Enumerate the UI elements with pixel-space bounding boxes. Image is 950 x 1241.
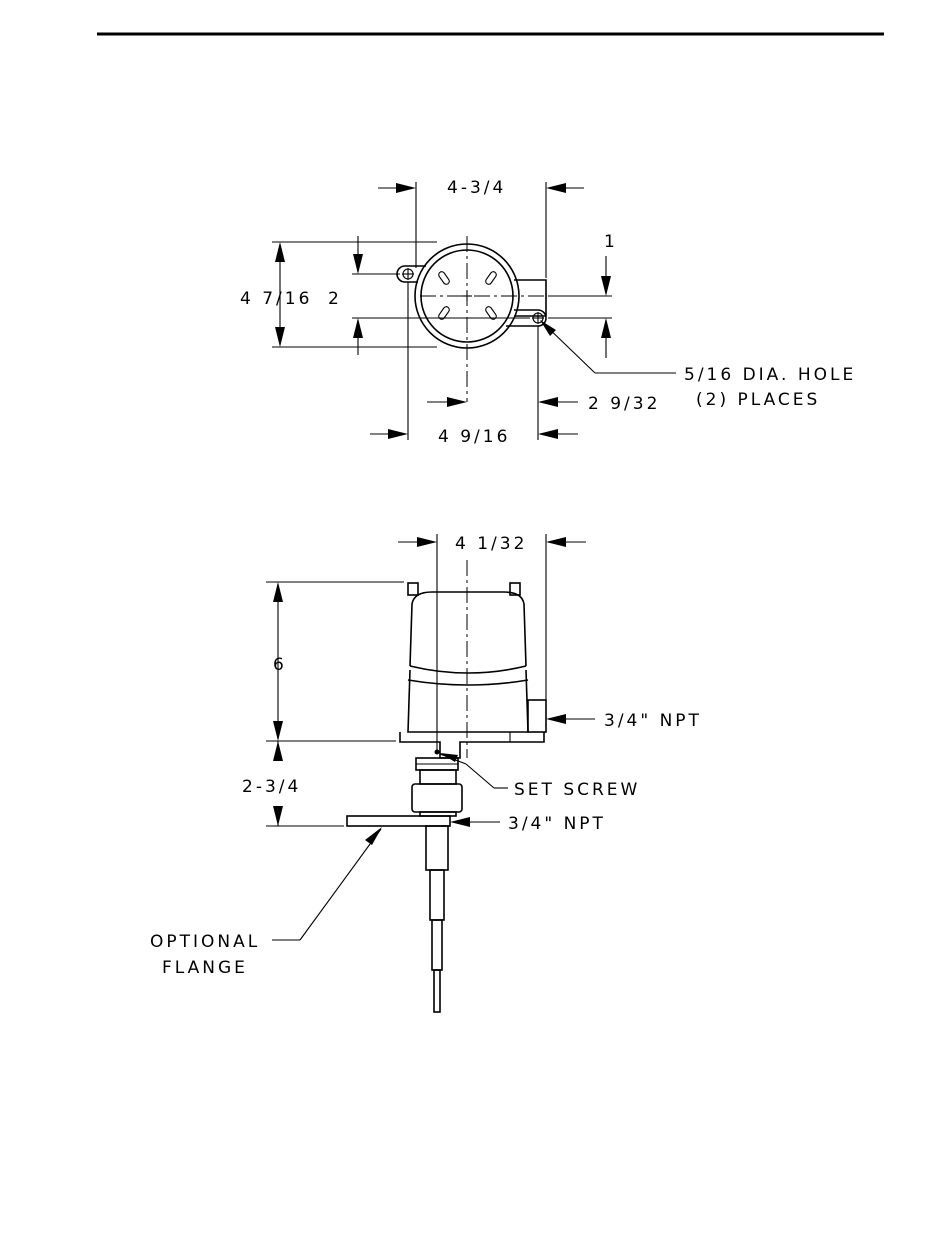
dim-side-width: 4 1/32: [455, 534, 527, 554]
dim-overall-width: 4-3/4: [447, 178, 506, 198]
flange-note-line1: OPTIONAL: [150, 932, 260, 952]
dim-housing-height: 6: [273, 655, 287, 675]
optional-flange: [347, 816, 450, 826]
side-housing: [400, 583, 546, 758]
dim-overall-height: 4 7/16: [240, 289, 312, 309]
top-mount-tab-left: [397, 266, 426, 282]
side-view: 4 1/32 6 2-3/4 3/4" NPT SET SCREW 3/4" N…: [150, 534, 702, 1012]
dim-fitting-height: 2-3/4: [242, 777, 301, 797]
flange-note-line2: FLANGE: [162, 958, 248, 978]
process-npt-note: 3/4" NPT: [508, 814, 606, 834]
dim-hole-spacing: 4 9/16: [438, 427, 510, 447]
set-screw-note: SET SCREW: [514, 780, 640, 800]
dim-hole-offset-side: 1: [604, 232, 618, 252]
hole-note-line1: 5/16 DIA. HOLE: [684, 365, 856, 385]
top-view: 4-3/4 4 7/16 2 1 5/16 DIA. HOLE (2) PLAC…: [240, 178, 856, 447]
dim-center-to-hole: 2 9/32: [588, 394, 660, 414]
dim-hole-offset-v: 2: [328, 289, 342, 309]
hole-note-line2: (2) PLACES: [696, 390, 820, 410]
probe: [426, 826, 448, 1012]
side-fitting: [412, 758, 462, 816]
conduit-npt-note: 3/4" NPT: [604, 711, 702, 731]
